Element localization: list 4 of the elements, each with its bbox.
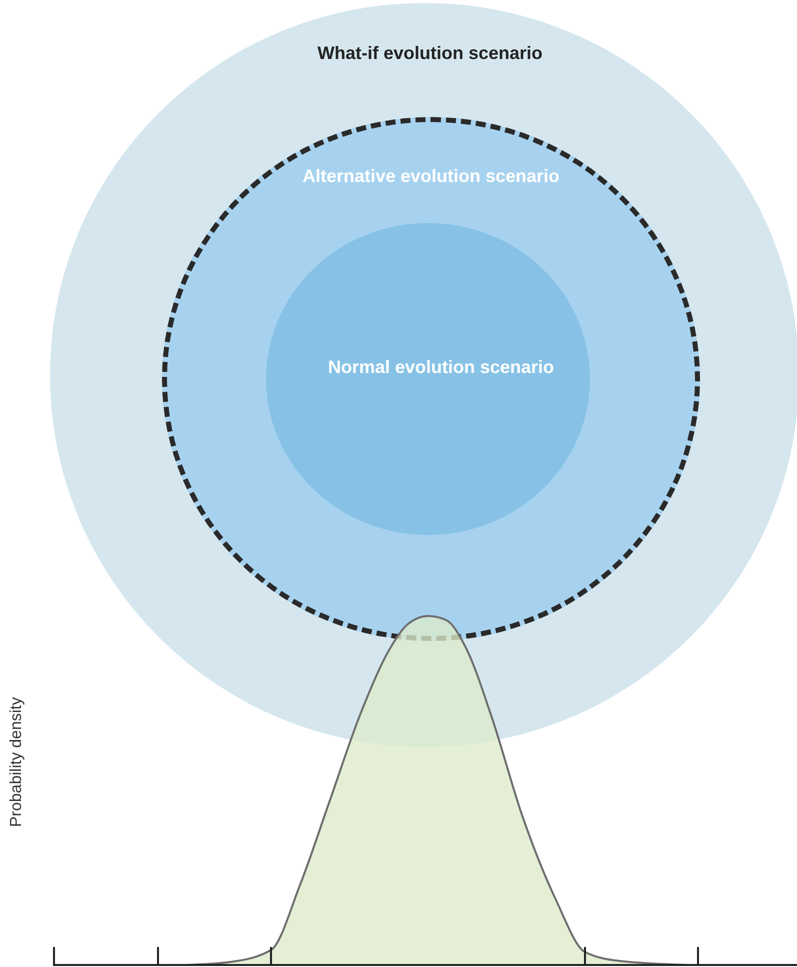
scenario-label: Normal evolution scenario (326, 356, 556, 379)
scenario-label: Alternative evolution scenario (301, 165, 561, 188)
scenario-label: What-if evolution scenario (316, 42, 544, 65)
axis-label: Probability density (8, 697, 26, 827)
